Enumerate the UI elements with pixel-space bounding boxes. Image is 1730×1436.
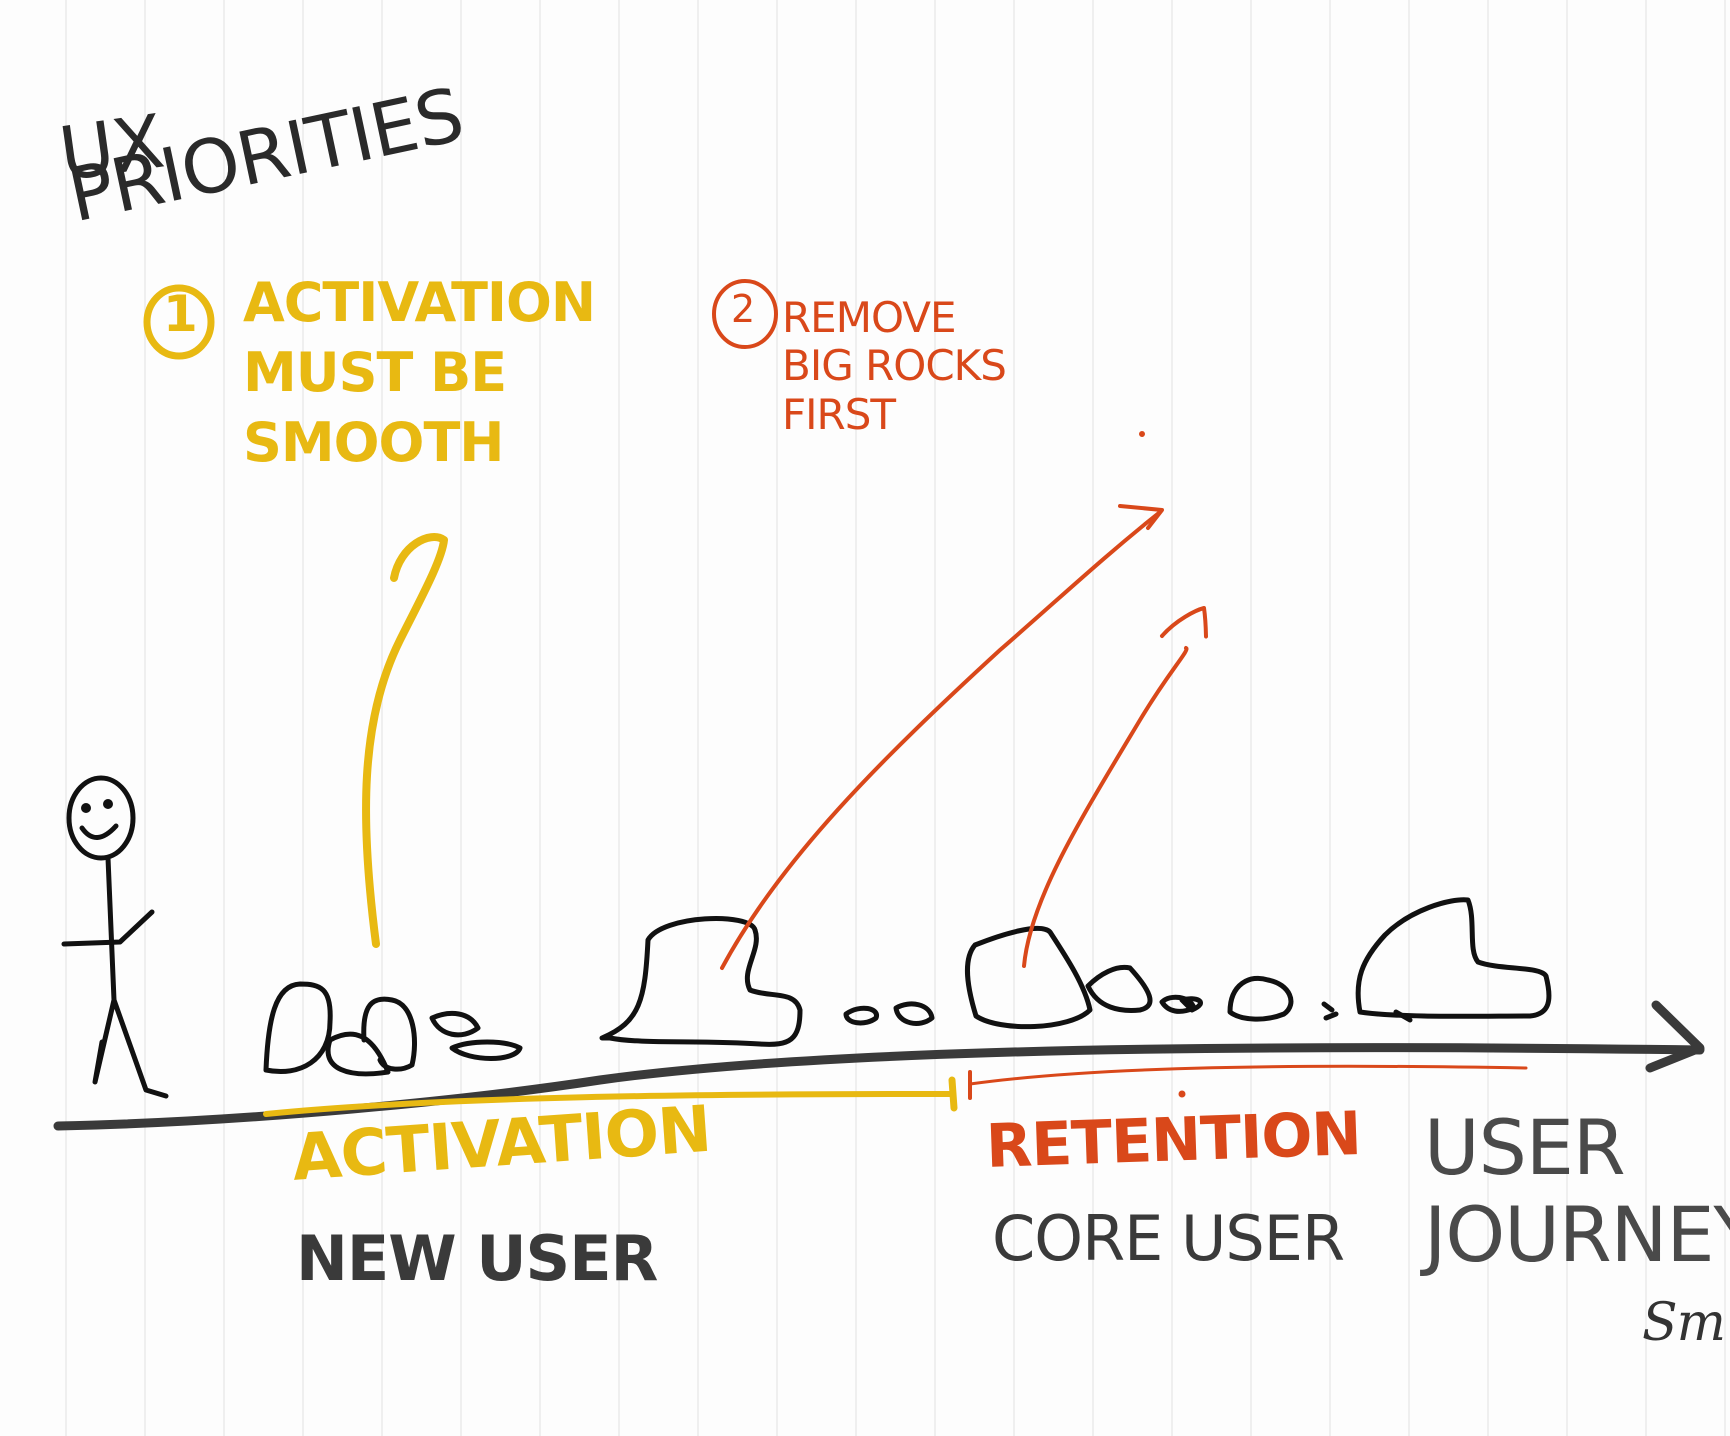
small-rocks-activation bbox=[263, 981, 523, 1077]
priority-2-text: REMOVE BIG ROCKS FIRST bbox=[782, 293, 1007, 439]
big-rock-middle bbox=[599, 916, 803, 1047]
retention-arrowhead-1 bbox=[1118, 504, 1164, 530]
priority-2-circle bbox=[712, 279, 778, 349]
retention-priority-arrow-1 bbox=[720, 510, 1162, 970]
activation-priority-arrow bbox=[362, 533, 448, 948]
journey-axis-arrowhead bbox=[1645, 1000, 1705, 1073]
core-user-label: CORE USER bbox=[992, 1202, 1345, 1275]
small-rocks-retention bbox=[1085, 964, 1294, 1022]
activation-bracket bbox=[263, 1091, 953, 1117]
stick-figure-icon bbox=[61, 775, 169, 1099]
retention-phase-label: RETENTION bbox=[984, 1098, 1362, 1182]
retention-priority-arrow-2 bbox=[1022, 646, 1189, 968]
user-journey-label: USER JOURNEY bbox=[1424, 1103, 1730, 1280]
signature: Sm bbox=[1642, 1293, 1726, 1353]
priority-2-number: 2 bbox=[731, 287, 755, 331]
priority-1-text: ACTIVATION MUST BE SMOOTH bbox=[243, 271, 596, 475]
retention-mark-dot bbox=[1178, 1090, 1186, 1098]
big-rock-right bbox=[1355, 897, 1552, 1019]
new-user-label: NEW USER bbox=[296, 1222, 658, 1295]
activation-bracket-end bbox=[948, 1076, 958, 1112]
rock-tail-line bbox=[1393, 1009, 1413, 1023]
stray-dot bbox=[1139, 431, 1145, 437]
big-rock-retention bbox=[964, 926, 1093, 1030]
priority-1-circle bbox=[143, 284, 215, 360]
priority-1-number: 1 bbox=[163, 285, 198, 343]
retention-arrowhead-2 bbox=[1160, 606, 1208, 639]
retention-bracket bbox=[968, 1064, 1528, 1086]
